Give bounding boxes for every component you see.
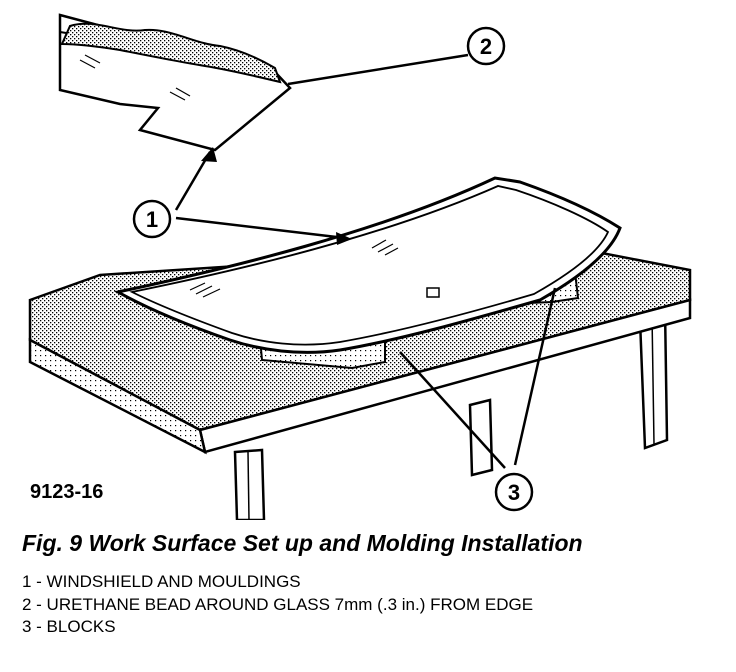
callout-1-label: 1 xyxy=(146,207,158,232)
callout-3: 3 xyxy=(494,472,534,512)
figure-number: 9123-16 xyxy=(30,481,103,503)
windshield-installation-illustration: 2 1 3 9123-16 xyxy=(28,13,692,520)
table-leg-left xyxy=(233,448,266,520)
legend-item-2: 2 - URETHANE BEAD AROUND GLASS 7mm (.3 i… xyxy=(22,595,534,614)
table-leg-middle xyxy=(468,398,494,477)
leader-lines xyxy=(174,53,557,469)
callout-1: 1 xyxy=(132,199,172,239)
table-side-edge xyxy=(28,337,207,455)
callout-2: 2 xyxy=(466,26,506,66)
legend-item-3: 3 - BLOCKS xyxy=(22,617,116,636)
legend-list: 1 - WINDSHIELD AND MOULDINGS 2 - URETHAN… xyxy=(22,572,662,640)
callout-2-label: 2 xyxy=(480,34,492,59)
urethane-bead-detail xyxy=(58,13,292,152)
figure-caption: Fig. 9 Work Surface Set up and Molding I… xyxy=(22,530,583,556)
legend-item-1: 1 - WINDSHIELD AND MOULDINGS xyxy=(22,572,301,591)
callout-3-label: 3 xyxy=(508,480,520,505)
